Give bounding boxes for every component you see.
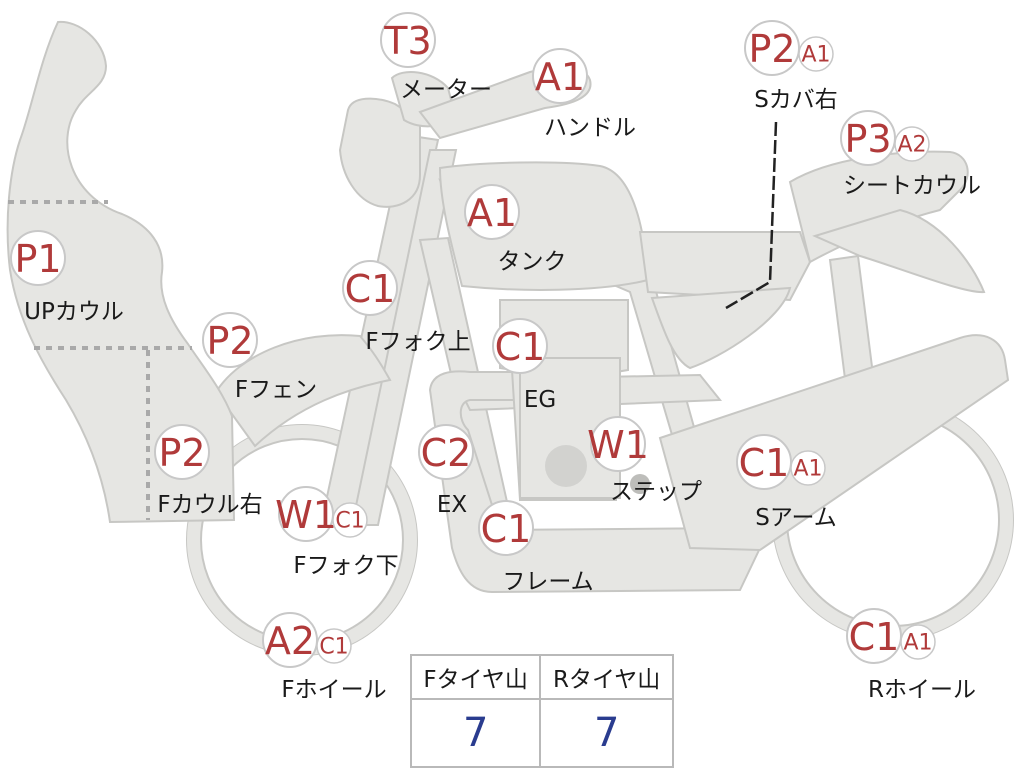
front-tire-tread-value: 7	[409, 698, 542, 768]
grade-badge	[380, 12, 436, 68]
part-label: UPカウル	[24, 299, 124, 325]
meter-annotation: T3 メーター	[380, 12, 492, 103]
grade-code: A1	[535, 55, 585, 99]
secondary-grade-badge	[316, 628, 352, 664]
grade-badge	[278, 486, 334, 542]
tread-table-value-row: 7 7	[409, 698, 674, 768]
rear-tire-tread-header: Rタイヤ山	[539, 654, 674, 700]
grade-code: W1	[275, 493, 337, 537]
grade-badge	[736, 434, 792, 490]
part-label: フレーム	[502, 569, 593, 595]
engine-cover	[545, 445, 587, 487]
secondary-grade-code: C1	[335, 509, 364, 534]
handle-annotation: A1 ハンドル	[532, 48, 636, 141]
part-label: EG	[524, 387, 556, 413]
tire-tread-table: Fタイヤ山 Rタイヤ山 7 7	[409, 654, 674, 768]
grade-code: W1	[587, 423, 649, 467]
secondary-grade-code: A1	[903, 631, 932, 656]
grade-badge	[202, 312, 258, 368]
secondary-grade-code: A1	[793, 457, 822, 482]
part-label: Sカバ右	[754, 87, 838, 113]
grade-badge	[418, 424, 474, 480]
grade-code: C1	[481, 507, 532, 551]
secondary-grade-badge	[798, 36, 834, 72]
grade-code: A2	[265, 619, 315, 663]
part-label: メーター	[400, 77, 492, 103]
step-annotation: W1 ステップ	[587, 416, 702, 505]
seat-cowl-tail	[812, 208, 986, 294]
tread-table-header-row: Fタイヤ山 Rタイヤ山	[409, 654, 674, 700]
front-tire-tread-header: Fタイヤ山	[409, 654, 542, 700]
secondary-grade-code: A2	[897, 133, 926, 158]
part-label: シートカウル	[843, 173, 981, 199]
secondary-grade-badge	[894, 126, 930, 162]
part-label: Rホイール	[868, 677, 976, 703]
secondary-grade-badge	[332, 502, 368, 538]
grade-code: P2	[748, 27, 795, 71]
part-label: Fフォク上	[365, 329, 470, 355]
part-label: Sアーム	[755, 505, 837, 531]
frame-annotation: C1 フレーム	[478, 500, 594, 595]
tank-annotation: A1 タンク	[464, 184, 567, 275]
step-peg-1	[630, 474, 650, 494]
headlight-shape	[338, 97, 421, 208]
grade-badge	[10, 230, 66, 286]
grade-badge	[342, 260, 398, 316]
grade-badge	[492, 318, 548, 374]
grade-code: C1	[345, 267, 396, 311]
grade-code: T3	[383, 19, 431, 63]
grade-badge	[464, 184, 520, 240]
part-label: ハンドル	[544, 115, 636, 141]
grade-code: P2	[206, 319, 253, 363]
part-label: ステップ	[610, 479, 702, 505]
grade-badge	[840, 110, 896, 166]
grade-badge	[532, 48, 588, 104]
grade-badge	[478, 500, 534, 556]
secondary-grade-badge	[790, 450, 826, 486]
grade-badge	[154, 424, 210, 480]
grade-badge	[744, 20, 800, 76]
part-label: Fフォク下	[293, 553, 398, 579]
grade-code: P2	[158, 431, 205, 475]
rear-tire-tread-value: 7	[539, 698, 674, 768]
grade-code: C2	[421, 431, 472, 475]
grade-badge	[262, 612, 318, 668]
part-label: Fホイール	[281, 677, 386, 703]
grade-code: C1	[495, 325, 546, 369]
part-label: EX	[437, 492, 468, 518]
grade-code: A1	[467, 191, 517, 235]
part-label: Fカウル右	[157, 492, 262, 518]
grade-code: C1	[849, 615, 900, 659]
seat-cover-shape	[650, 286, 792, 370]
grade-code: P3	[844, 117, 891, 161]
up-cowl-shape	[6, 20, 236, 524]
secondary-grade-code: C1	[319, 635, 348, 660]
part-label: タンク	[498, 249, 567, 275]
grade-badge	[590, 416, 646, 472]
secondary-grade-code: A1	[801, 43, 830, 68]
secondary-grade-badge	[900, 624, 936, 660]
grade-code: C1	[739, 441, 790, 485]
grade-code: P1	[14, 237, 61, 281]
grade-badge	[846, 608, 902, 664]
part-label: Fフェン	[235, 377, 317, 403]
front-fender-shape	[214, 334, 392, 448]
swing-arm-shape	[658, 334, 1010, 552]
